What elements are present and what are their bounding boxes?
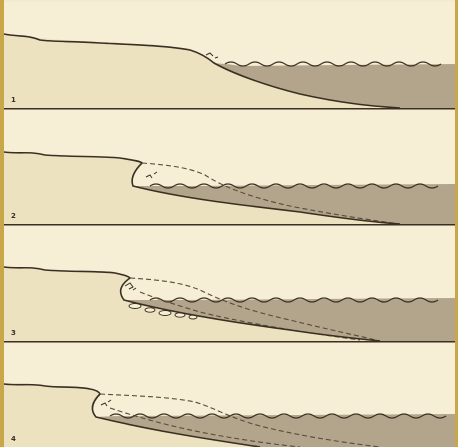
panel-3-bottom-border (4, 341, 455, 343)
panel-4-number: 4 (11, 435, 16, 443)
panel-4: 4 (4, 343, 455, 447)
panel-1-bottom-border (4, 108, 455, 110)
panel-2-number: 2 (11, 212, 16, 220)
panel-2-bottom-border (4, 224, 455, 226)
panel-3-number: 3 (11, 329, 16, 337)
panel-1: 1 (4, 2, 455, 110)
diagram-left-frame (0, 0, 4, 447)
panel-3: 3 (4, 226, 455, 343)
panel-1-number: 1 (11, 96, 16, 104)
panel-2: 2 (4, 110, 455, 226)
